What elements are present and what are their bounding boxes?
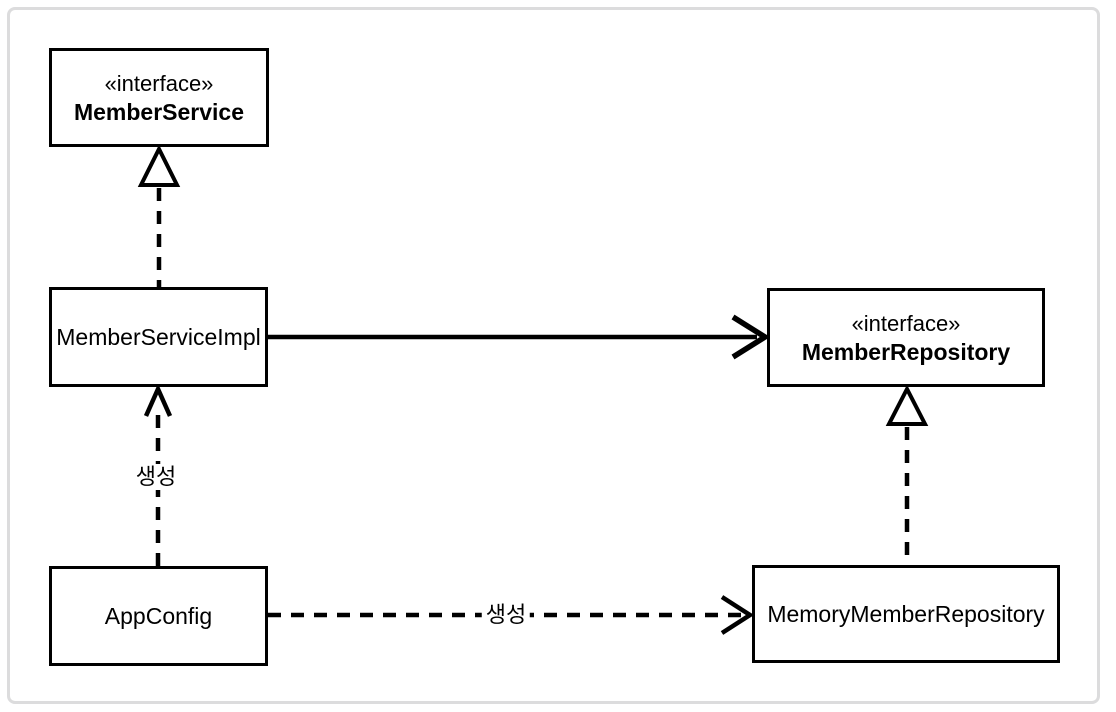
edge-label-create: 생성 <box>131 464 181 490</box>
class-box-memory-member-repository: MemoryMemberRepository <box>752 565 1060 663</box>
diagram-frame <box>7 7 1100 704</box>
class-name: MemoryMemberRepository <box>767 600 1045 627</box>
class-name: MemberService <box>73 98 245 125</box>
class-name: AppConfig <box>104 602 213 629</box>
stereotype-label: «interface» <box>851 310 961 336</box>
edge-label-create: 생성 <box>481 602 531 628</box>
class-box-member-repository: «interface» MemberRepository <box>767 288 1045 387</box>
class-box-app-config: AppConfig <box>49 566 268 666</box>
class-name: MemberRepository <box>801 338 1011 365</box>
class-box-member-service-impl: MemberServiceImpl <box>49 287 268 387</box>
class-box-member-service: «interface» MemberService <box>49 48 269 147</box>
class-name: MemberServiceImpl <box>56 323 261 350</box>
stereotype-label: «interface» <box>104 70 214 96</box>
